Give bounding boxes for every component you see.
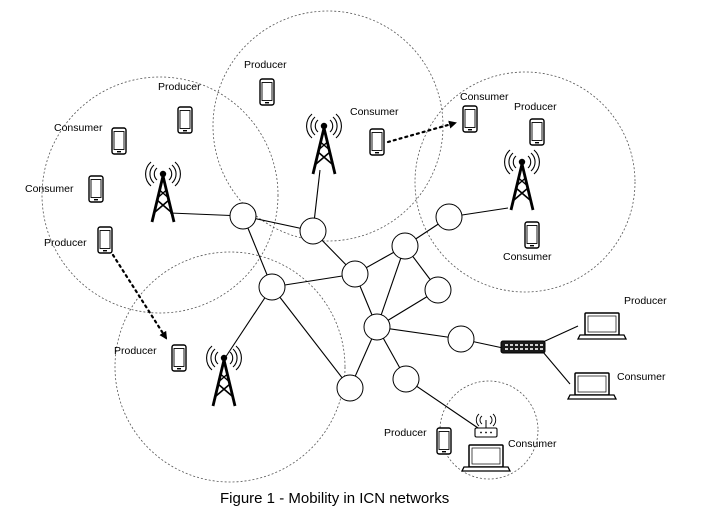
laptop-icon [577, 312, 627, 340]
routers [229, 202, 475, 402]
link [405, 378, 479, 429]
router-node [229, 202, 257, 230]
phone-icon [462, 105, 478, 133]
router-node [341, 260, 369, 288]
consumer-label: Consumer [25, 183, 74, 195]
router-node [424, 276, 452, 304]
consumer-label: Consumer [503, 251, 552, 263]
link [224, 286, 273, 359]
mobility-arrow [111, 253, 168, 340]
network-switch-icon [500, 340, 546, 354]
phone-icon [88, 175, 104, 203]
link [271, 286, 351, 389]
phone-icon [177, 106, 193, 134]
phone-icon [369, 128, 385, 156]
router-node [447, 325, 475, 353]
producer-label: Producer [244, 59, 287, 71]
router-node [435, 203, 463, 231]
link [376, 245, 406, 328]
consumer-label: Consumer [54, 122, 103, 134]
cell-tower-icon [305, 112, 343, 176]
router-node [258, 273, 286, 301]
router-node [363, 313, 391, 341]
phone-icon [529, 118, 545, 146]
figure-caption: Figure 1 - Mobility in ICN networks [220, 490, 449, 507]
link [271, 273, 356, 288]
phone-icon [259, 78, 275, 106]
consumer-label: Consumer [508, 438, 557, 450]
laptop-icon [461, 444, 511, 472]
coverage-cell-top [212, 10, 444, 242]
coverage-cells [41, 10, 636, 483]
phone-icon [171, 344, 187, 372]
producer-label: Producer [114, 345, 157, 357]
phone-icon [436, 427, 452, 455]
consumer-label: Consumer [350, 106, 399, 118]
node-labels: Producer Consumer Consumer Producer Prod… [25, 59, 667, 450]
router-node [336, 374, 364, 402]
wifi-router-icon [474, 413, 498, 438]
coverage-cell-left [41, 76, 279, 314]
router-node [391, 232, 419, 260]
producer-label: Producer [514, 101, 557, 113]
consumer-label: Consumer [617, 371, 666, 383]
phone-icon [111, 127, 127, 155]
coverage-cell-right [414, 71, 636, 293]
link [542, 351, 571, 385]
producer-label: Producer [384, 427, 427, 439]
laptop-icon [567, 372, 617, 400]
consumer-label: Consumer [460, 91, 509, 103]
phone-icon [524, 221, 540, 249]
link [376, 326, 462, 340]
cell-tower-icon [205, 344, 243, 408]
producer-label: Producer [158, 81, 201, 93]
router-node [299, 217, 327, 245]
producer-label: Producer [624, 295, 667, 307]
phone-icon [97, 226, 113, 254]
coverage-cell-bottom [114, 251, 346, 483]
cell-tower-icon [503, 148, 541, 212]
mobility-arrow [386, 120, 457, 144]
link [542, 325, 579, 343]
router-node [392, 365, 420, 393]
producer-label: Producer [44, 237, 87, 249]
